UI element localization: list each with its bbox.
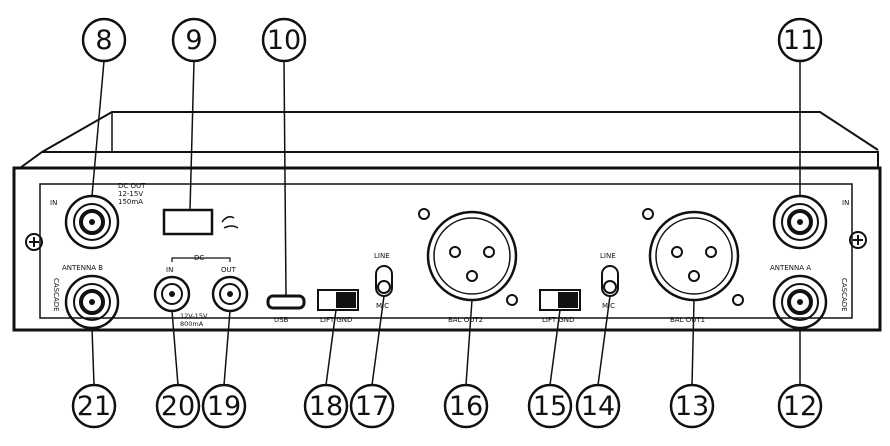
cascade-left-connector xyxy=(64,274,120,330)
callout-21: 21 xyxy=(77,391,111,422)
label-dc-in: IN xyxy=(166,266,173,274)
callout-13: 13 xyxy=(675,391,709,422)
callout-11: 11 xyxy=(783,25,817,56)
leader-19 xyxy=(223,310,231,386)
leader-9 xyxy=(189,60,195,211)
rear-panel-inner xyxy=(39,183,853,319)
label-in-right: IN xyxy=(842,199,849,207)
label-line-1: LINE xyxy=(600,252,616,260)
leader-17 xyxy=(371,295,385,386)
dc-in-connector xyxy=(153,275,191,313)
callout-20: 20 xyxy=(161,391,195,422)
lift-gnd-switch-2 xyxy=(317,289,359,311)
leader-16 xyxy=(465,299,473,386)
callout-18: 18 xyxy=(309,391,343,422)
antenna-b-connector xyxy=(64,194,120,250)
dc-bracket xyxy=(171,257,231,262)
callout-19: 19 xyxy=(207,391,241,422)
cascade-right-connector xyxy=(772,274,828,330)
label-dc: DC xyxy=(194,254,204,262)
label-bal-out2: BAL OUT2 xyxy=(448,316,483,324)
rear-panel-body xyxy=(12,166,882,332)
line-mic-switch-1 xyxy=(601,265,619,297)
antenna-a-connector xyxy=(772,194,828,250)
lift-gnd-switch-1 xyxy=(539,289,581,311)
line-mic-switch-2 xyxy=(375,265,393,297)
xlr-bal-out2 xyxy=(418,208,518,306)
label-dc-outlet: OUT xyxy=(221,266,237,274)
callout-12: 12 xyxy=(783,391,817,422)
chassis-top-face xyxy=(19,151,879,169)
label-dc-out-1: DC OUT xyxy=(118,182,146,190)
leader-15 xyxy=(549,309,561,386)
callout-17: 17 xyxy=(355,391,389,422)
dc-out-connector xyxy=(211,275,249,313)
screw-left xyxy=(25,233,43,251)
label-lift-gnd-2: LIFT GND xyxy=(320,316,352,324)
label-antenna-a: ANTENNA A xyxy=(770,264,811,272)
label-dc-rating-1: 12V-15V xyxy=(180,312,208,320)
label-cascade-left: CASCADE xyxy=(52,278,60,312)
leader-18 xyxy=(325,309,337,386)
label-in-left: IN xyxy=(50,199,57,207)
label-dc-out-2: 12-15V xyxy=(118,190,143,198)
callout-14: 14 xyxy=(581,391,615,422)
callout-8: 8 xyxy=(95,25,112,56)
leader-8 xyxy=(91,60,105,197)
callout-15: 15 xyxy=(533,391,567,422)
xlr-bal-out1 xyxy=(642,208,744,306)
chassis-top-edge xyxy=(41,111,879,153)
callout-10: 10 xyxy=(267,25,301,56)
label-cascade-right: CASCADE xyxy=(840,278,848,312)
callout-9: 9 xyxy=(185,25,202,56)
label-antenna-b: ANTENNA B xyxy=(62,264,103,272)
callout-16: 16 xyxy=(449,391,483,422)
leader-20 xyxy=(171,310,179,386)
dc-out-port xyxy=(162,208,214,236)
usb-port xyxy=(266,294,306,310)
leader-21 xyxy=(91,327,95,386)
leader-14 xyxy=(597,295,611,386)
label-dc-rating-2: 800mA xyxy=(180,320,204,328)
dc-out-symbol xyxy=(221,215,239,229)
label-line-2: LINE xyxy=(374,252,390,260)
leader-13 xyxy=(691,299,695,386)
label-bal-out1: BAL OUT1 xyxy=(670,316,705,324)
label-dc-out-3: 150mA xyxy=(118,198,143,206)
leader-10 xyxy=(283,60,287,297)
screw-right xyxy=(849,231,867,249)
label-usb: USB xyxy=(274,316,289,324)
